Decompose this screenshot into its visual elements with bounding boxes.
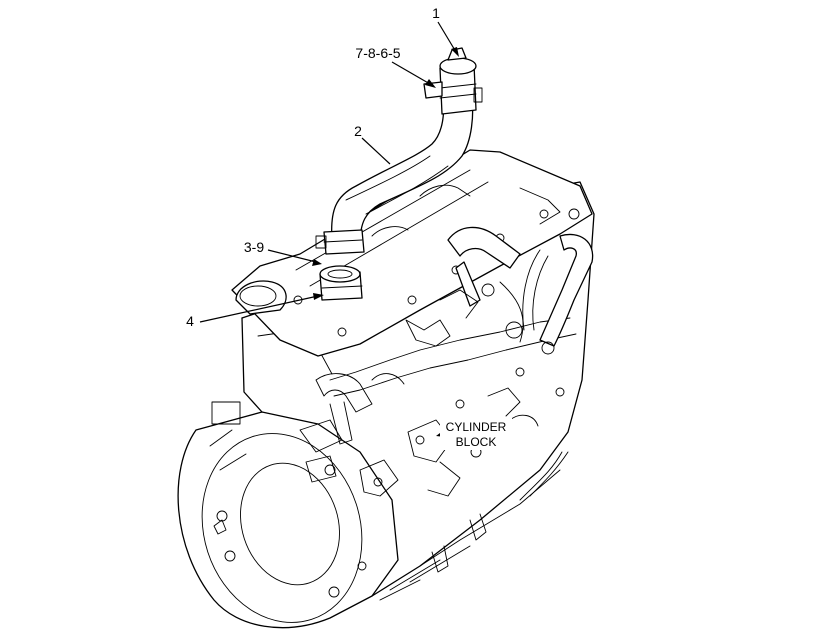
breather-tube <box>315 47 483 255</box>
coolant-hoses <box>447 226 594 355</box>
leader-lines <box>199 21 459 437</box>
breather-outlet <box>319 265 363 301</box>
engine-block <box>241 181 595 601</box>
cylinder-block-label-line1: CYLINDER <box>446 420 507 434</box>
callout-1: 1 <box>432 5 440 21</box>
callout-2: 2 <box>354 123 362 139</box>
callout-7-8-6-5: 7-8-6-5 <box>355 45 400 61</box>
flywheel-housing <box>177 401 399 629</box>
cylinder-block-label-line2: BLOCK <box>456 435 497 449</box>
callout-4: 4 <box>186 313 194 329</box>
engine-front-details <box>299 289 565 497</box>
callout-3-9: 3-9 <box>244 239 264 255</box>
